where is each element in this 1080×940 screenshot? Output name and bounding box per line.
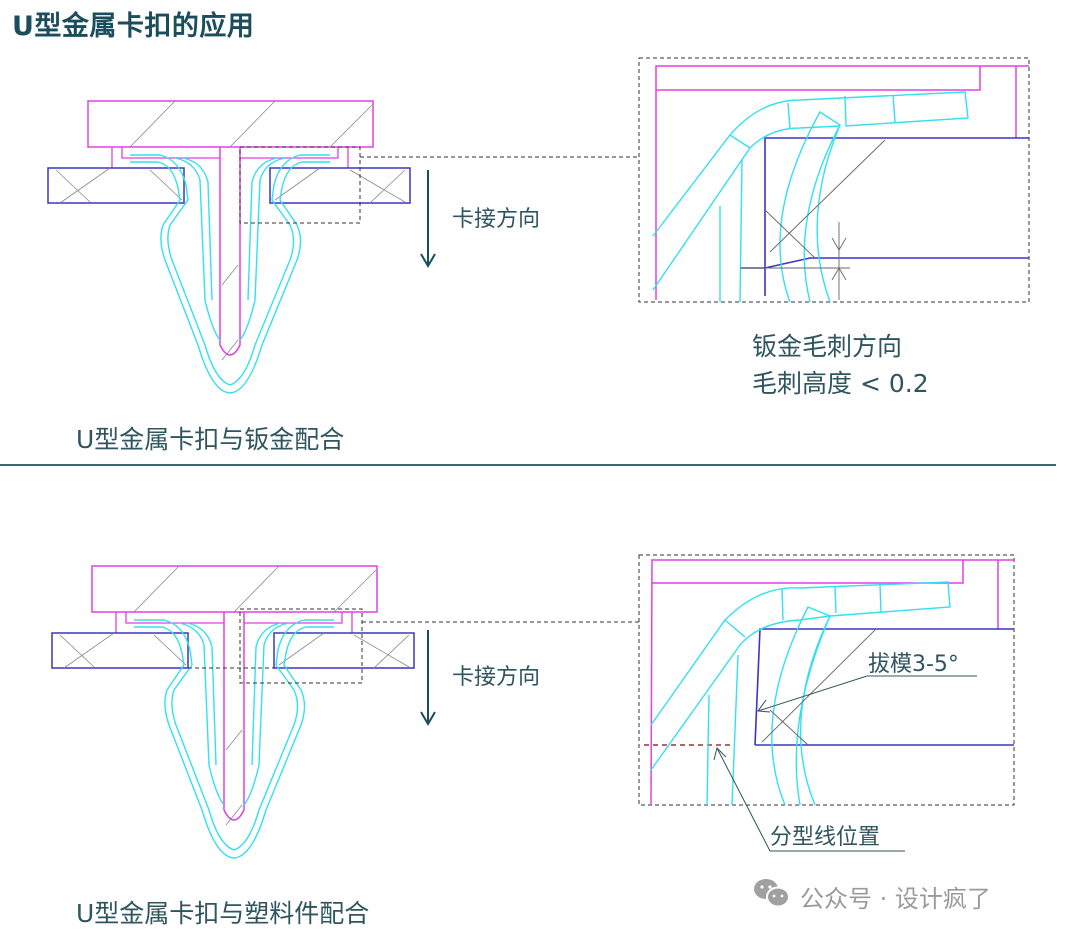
- bottom-caption: U型金属卡扣与塑料件配合: [76, 899, 370, 928]
- parting-line-label: 分型线位置: [770, 825, 881, 850]
- wechat-icon: [752, 876, 792, 916]
- top-assembly-drawing: [47, 100, 638, 394]
- top-direction-label: 卡接方向: [452, 207, 541, 232]
- watermark-text: 公众号 · 设计疯了: [800, 884, 991, 913]
- section-divider: [0, 464, 1056, 466]
- watermark: 公众号 · 设计疯了: [752, 876, 991, 916]
- burr-direction-note: 钣金毛刺方向: [752, 332, 903, 361]
- top-detail-view: [638, 57, 1030, 303]
- top-caption: U型金属卡扣与钣金配合: [76, 425, 345, 454]
- bottom-detail-view: [638, 554, 1015, 852]
- burr-height-note: 毛刺高度 < 0.2: [752, 369, 929, 398]
- draft-angle-label: 拔模3-5°: [868, 652, 959, 677]
- page-title: U型金属卡扣的应用: [12, 11, 255, 42]
- bottom-direction-label: 卡接方向: [452, 665, 541, 690]
- bottom-assembly-drawing: [51, 565, 640, 859]
- bottom-direction-arrow: [420, 630, 436, 726]
- top-direction-arrow: [420, 170, 436, 268]
